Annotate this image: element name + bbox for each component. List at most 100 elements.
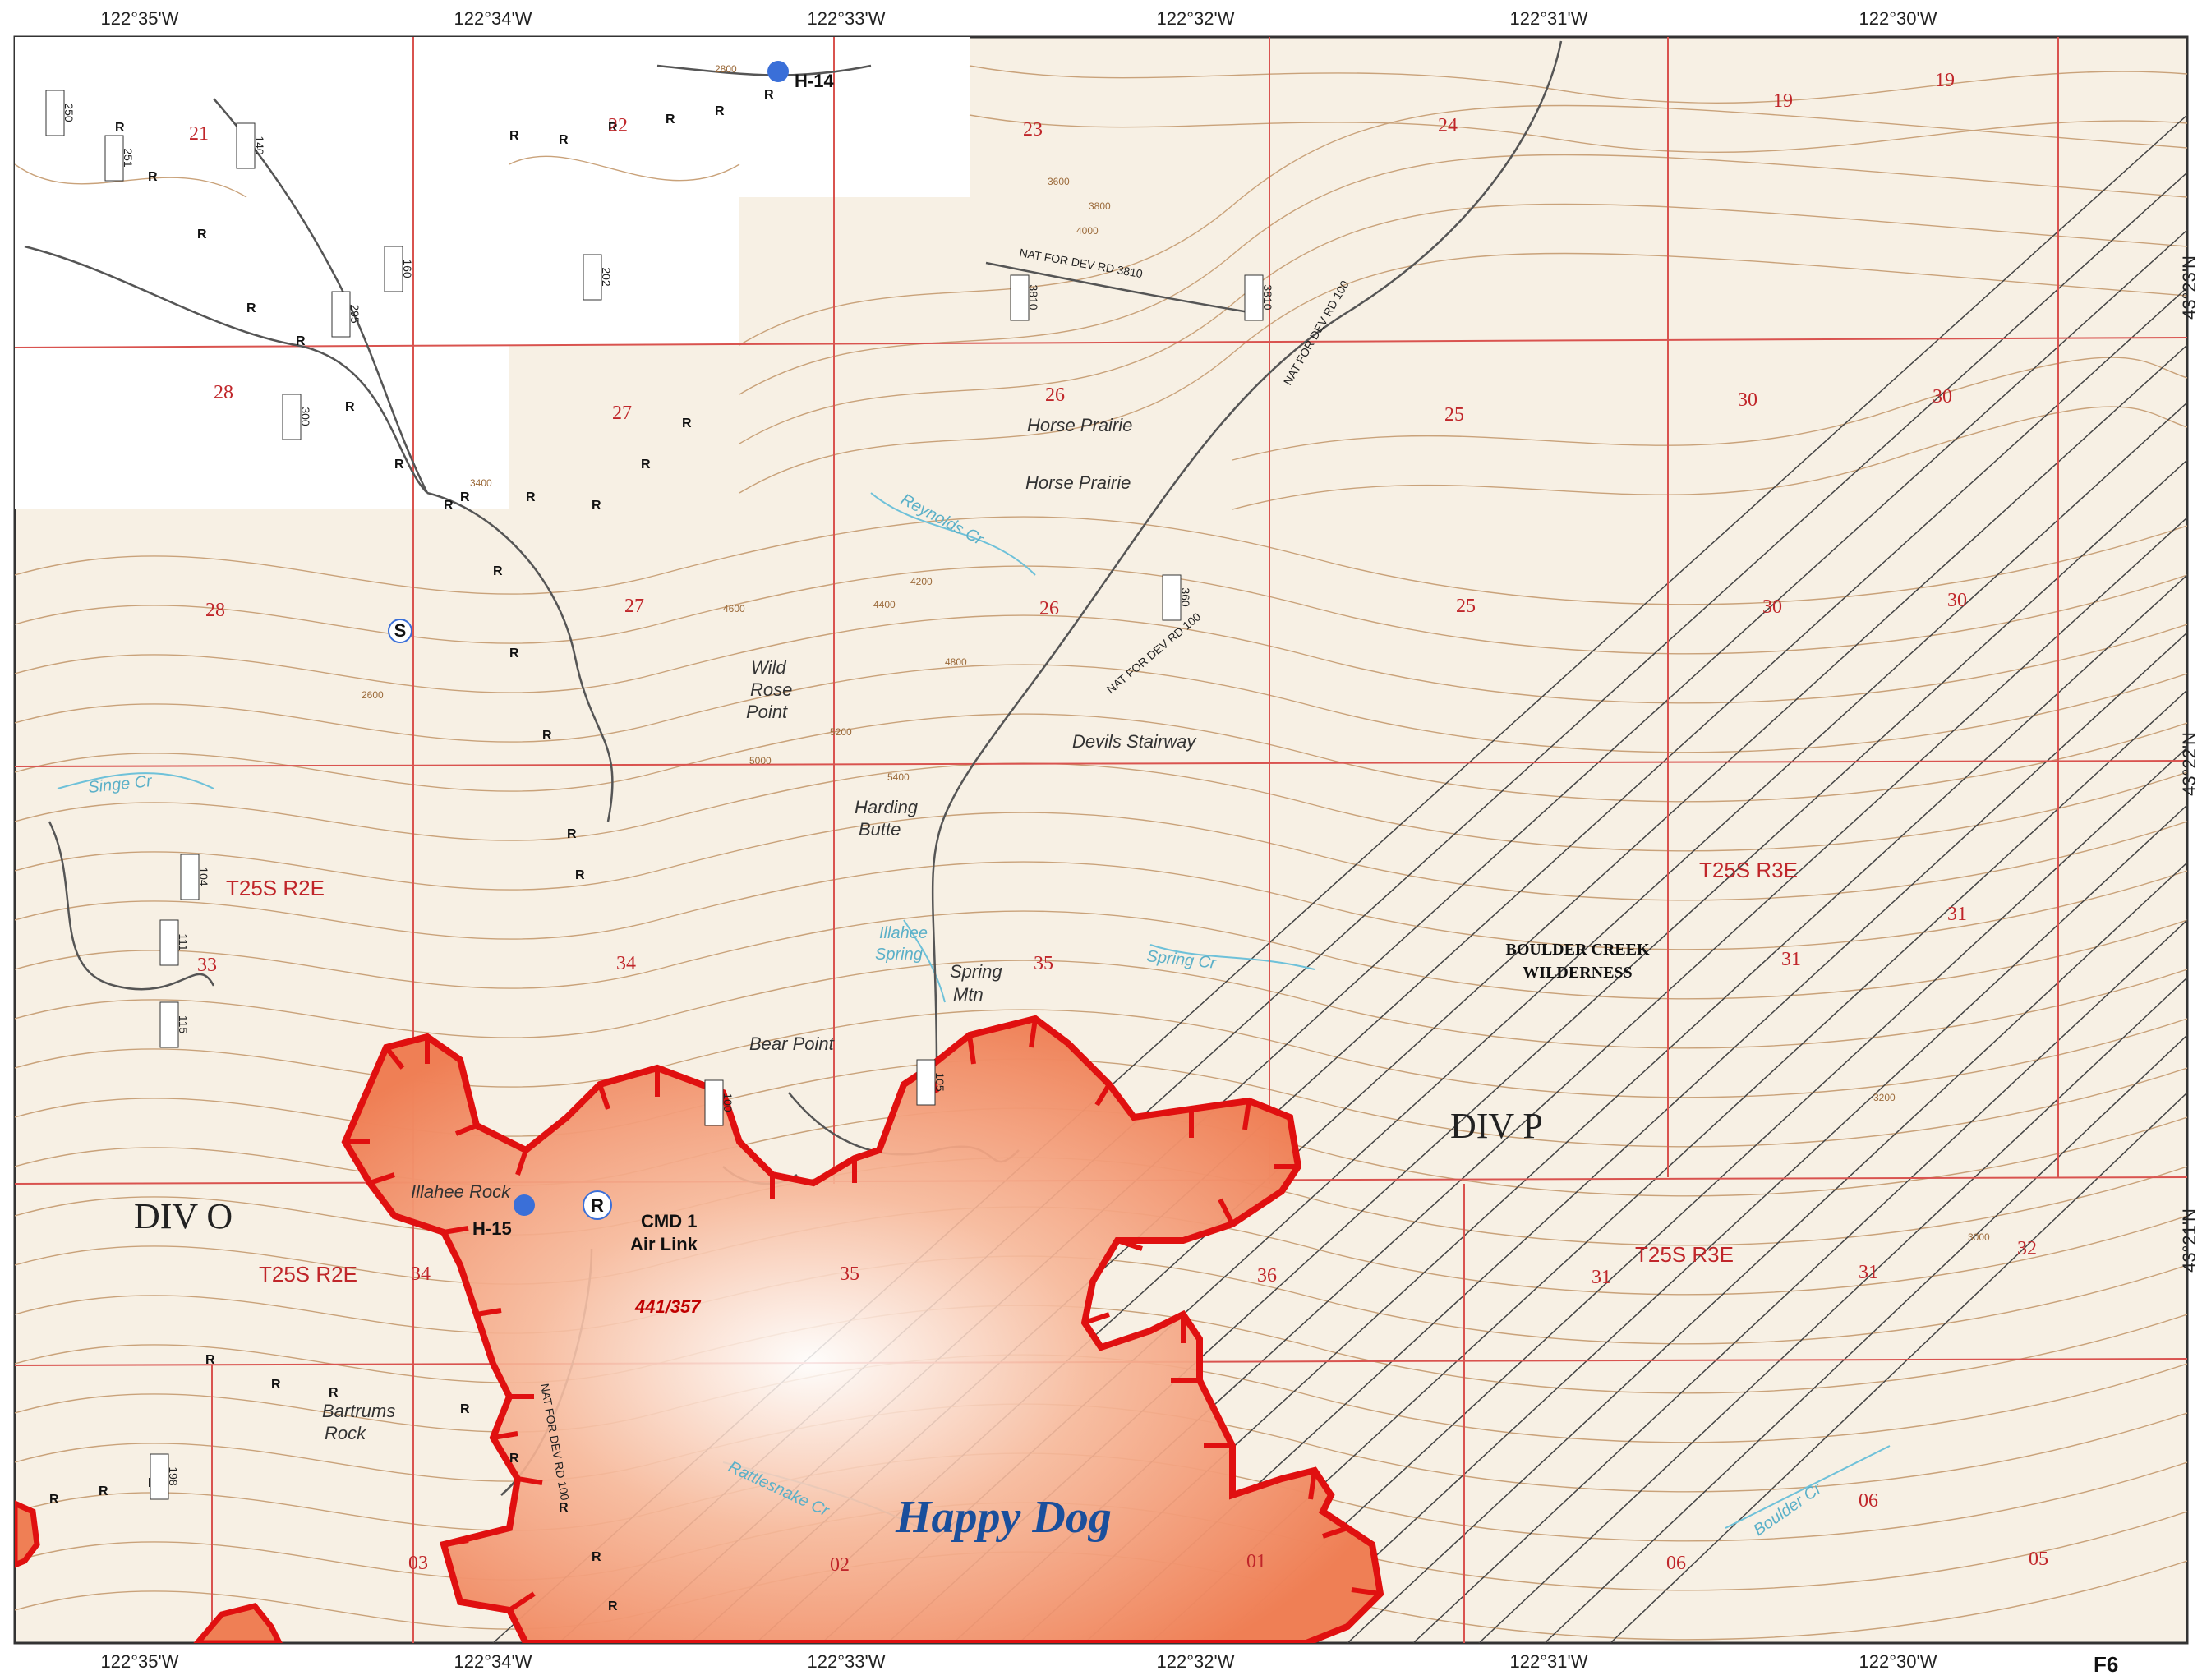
elevation-label: 2800 [715, 63, 737, 75]
svg-text:R: R [575, 868, 585, 882]
place-name: Rose [750, 679, 792, 700]
section-number: 28 [205, 600, 225, 621]
svg-text:R: R [592, 499, 601, 513]
helispot-h14[interactable]: H-14 [767, 61, 834, 91]
section-number: 25 [1444, 404, 1464, 426]
section-number: 25 [1456, 596, 1476, 617]
road-shield-icon: 111 [159, 919, 190, 966]
svg-text:R: R [444, 499, 454, 513]
lon-tick: 122°34'W [454, 1651, 532, 1672]
elevation-label: 3800 [1089, 200, 1111, 212]
place-name: Horse Prairie [1027, 415, 1132, 435]
section-numbers: 21 22 23 24 19 19 28 27 26 25 30 30 28 2… [189, 70, 2048, 1576]
place-name: Illahee Rock [411, 1181, 511, 1202]
svg-text:R: R [148, 170, 158, 184]
contour-lines [15, 65, 2187, 1641]
wilderness-label: WILDERNESS [1523, 964, 1632, 982]
section-number: 31 [1592, 1267, 1611, 1288]
svg-text:R: R [509, 129, 519, 143]
svg-text:R: R [460, 1402, 470, 1416]
road-shield-icon: 3810 [1010, 274, 1040, 321]
section-number: 19 [1773, 90, 1793, 112]
svg-text:R: R [682, 417, 692, 430]
section-number: 02 [830, 1554, 850, 1576]
road-shield-icon: 198 [150, 1453, 180, 1500]
helispot-h15[interactable]: H-15 [472, 1194, 535, 1239]
lon-tick: 122°33'W [808, 8, 886, 29]
svg-text:R: R [509, 1452, 519, 1466]
lon-tick: 122°34'W [454, 8, 532, 29]
fire-name: Happy Dog [895, 1492, 1112, 1543]
svg-text:R: R [205, 1353, 215, 1367]
longitude-labels-top: 122°35'W 122°34'W 122°33'W 122°32'W 122°… [101, 8, 1937, 29]
section-number: 24 [1438, 115, 1458, 136]
section-number: 32 [2017, 1238, 2037, 1259]
section-number: 06 [1666, 1553, 1686, 1574]
page-id: F6 [2094, 1652, 2118, 1677]
lon-tick: 122°35'W [101, 1651, 179, 1672]
svg-text:115: 115 [177, 1015, 190, 1034]
spring-symbol: S [388, 619, 412, 643]
section-number: 34 [616, 953, 636, 974]
elevation-label: 3400 [470, 477, 492, 489]
command-post-label: Air Link [630, 1234, 698, 1254]
svg-text:R: R [715, 104, 725, 118]
section-number: 35 [840, 1263, 859, 1285]
elevation-label: 4200 [910, 576, 933, 587]
elevation-label: 4000 [1076, 225, 1099, 237]
road-shield-icon: 3810 [1244, 274, 1274, 321]
svg-text:360: 360 [1179, 587, 1192, 607]
place-name: Harding [855, 797, 919, 817]
repeater-icon [583, 1190, 612, 1220]
elevation-label: 5200 [830, 726, 852, 738]
township-label: T25S R2E [226, 876, 325, 900]
svg-text:300: 300 [299, 407, 312, 426]
road-shield-icon: 251 [104, 135, 135, 182]
road-shield-icon: 300 [282, 394, 312, 440]
helispot-label: H-15 [472, 1218, 512, 1239]
section-number: 01 [1246, 1551, 1266, 1572]
svg-text:R: R [271, 1378, 281, 1392]
stream-name: Illahee [879, 924, 928, 942]
lon-tick: 122°32'W [1157, 8, 1235, 29]
place-name: Bartrums [322, 1401, 395, 1421]
fire-perimeter-west [15, 1500, 40, 1568]
svg-text:R: R [608, 1599, 618, 1613]
section-number: 27 [624, 596, 644, 617]
elevation-label: 3600 [1048, 176, 1070, 187]
fire-perimeter-south [193, 1603, 283, 1643]
svg-text:R: R [608, 121, 618, 135]
svg-text:R: R [345, 400, 355, 414]
elevation-label: 3000 [1968, 1231, 1990, 1243]
township-label: T25S R3E [1635, 1242, 1734, 1267]
road-shield-icon: 100 [704, 1079, 735, 1126]
helispot-icon [767, 61, 789, 82]
lat-tick: 43°22'N [2179, 732, 2200, 796]
section-number: 36 [1257, 1265, 1277, 1286]
lon-tick: 122°31'W [1510, 1651, 1588, 1672]
place-name: Rock [325, 1423, 366, 1443]
svg-text:R: R [592, 1550, 601, 1564]
svg-text:R: R [542, 729, 552, 743]
svg-text:R: R [567, 827, 577, 841]
lon-tick: 122°30'W [1859, 1651, 1937, 1672]
svg-text:111: 111 [177, 933, 190, 950]
section-number: 35 [1034, 953, 1053, 974]
elevation-label: 5400 [887, 771, 910, 783]
road-shield-icon: 295 [331, 291, 362, 338]
road-shield-icon: 105 [916, 1059, 947, 1106]
section-number: 03 [408, 1553, 428, 1574]
section-number: 26 [1045, 384, 1065, 406]
svg-text:R: R [115, 121, 125, 135]
section-number: 28 [214, 382, 233, 403]
svg-text:R: R [559, 133, 569, 147]
svg-text:202: 202 [600, 267, 613, 287]
svg-text:R: R [460, 490, 470, 504]
section-number: 30 [1933, 386, 1952, 407]
svg-text:295: 295 [348, 304, 362, 324]
place-name: Butte [859, 819, 901, 840]
section-number: 23 [1023, 119, 1043, 140]
section-number: 31 [1781, 949, 1801, 970]
command-post-label: CMD 1 [641, 1211, 697, 1231]
